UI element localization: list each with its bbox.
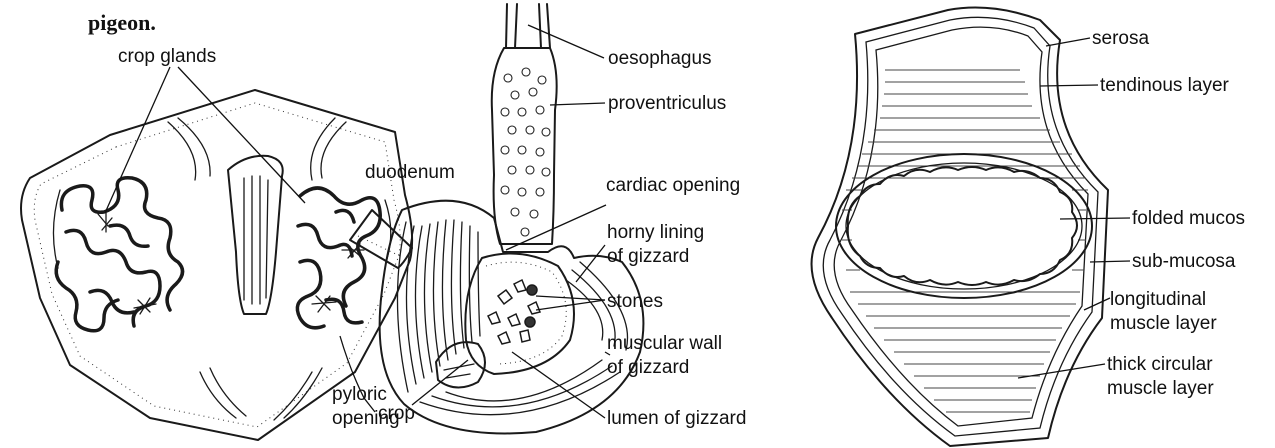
label-horny-lining-line2: of gizzard — [607, 246, 689, 267]
gizzard-lumen — [465, 254, 574, 375]
label-tendinous-layer: tendinous layer — [1100, 75, 1230, 96]
cross-section-drawing — [812, 8, 1130, 446]
label-stones: stones — [607, 291, 663, 312]
label-cardiac-opening: cardiac opening — [606, 175, 740, 196]
crop-gland-left — [56, 178, 182, 331]
serosa-outline — [812, 8, 1108, 446]
label-proventriculus: proventriculus — [608, 93, 726, 114]
label-lumen-of-gizzard: lumen of gizzard — [607, 408, 746, 429]
label-horny-lining-line1: horny lining — [607, 222, 704, 243]
label-serosa: serosa — [1092, 28, 1149, 49]
gizzard-drawing — [350, 4, 643, 433]
crop-fold-lines — [53, 118, 390, 420]
crop-central-ridge — [228, 156, 283, 314]
label-sub-mucosa: sub-mucosa — [1132, 251, 1236, 272]
label-folded-mucosa: folded mucos — [1132, 208, 1245, 229]
label-longitudinal-line1: longitudinal — [1110, 289, 1206, 310]
oesophagus-tube — [506, 4, 550, 48]
folded-mucosa — [848, 167, 1077, 285]
longitudinal-muscle-outline — [834, 27, 1088, 426]
label-longitudinal-line2: muscle layer — [1110, 313, 1217, 334]
label-oesophagus: oesophagus — [608, 48, 712, 69]
label-pyloric-line1: pyloric — [332, 384, 387, 405]
label-crop-glands: crop glands — [118, 46, 216, 67]
label-muscular-wall-line1: muscular wall — [607, 333, 722, 354]
gizzard-stones — [488, 280, 540, 344]
proventriculus-glands — [501, 68, 550, 236]
caption-fragment: pigeon. — [88, 10, 156, 35]
label-thick-circular-line2: muscle layer — [1107, 378, 1214, 399]
proventriculus — [492, 48, 557, 244]
label-pyloric-line2: opening — [332, 408, 400, 429]
label-thick-circular-line1: thick circular — [1107, 354, 1213, 375]
sub-mucosa-ring — [836, 154, 1092, 298]
label-duodenum: duodenum — [365, 162, 455, 183]
crop-gland-right — [297, 188, 380, 328]
label-muscular-wall-line2: of gizzard — [607, 357, 689, 378]
